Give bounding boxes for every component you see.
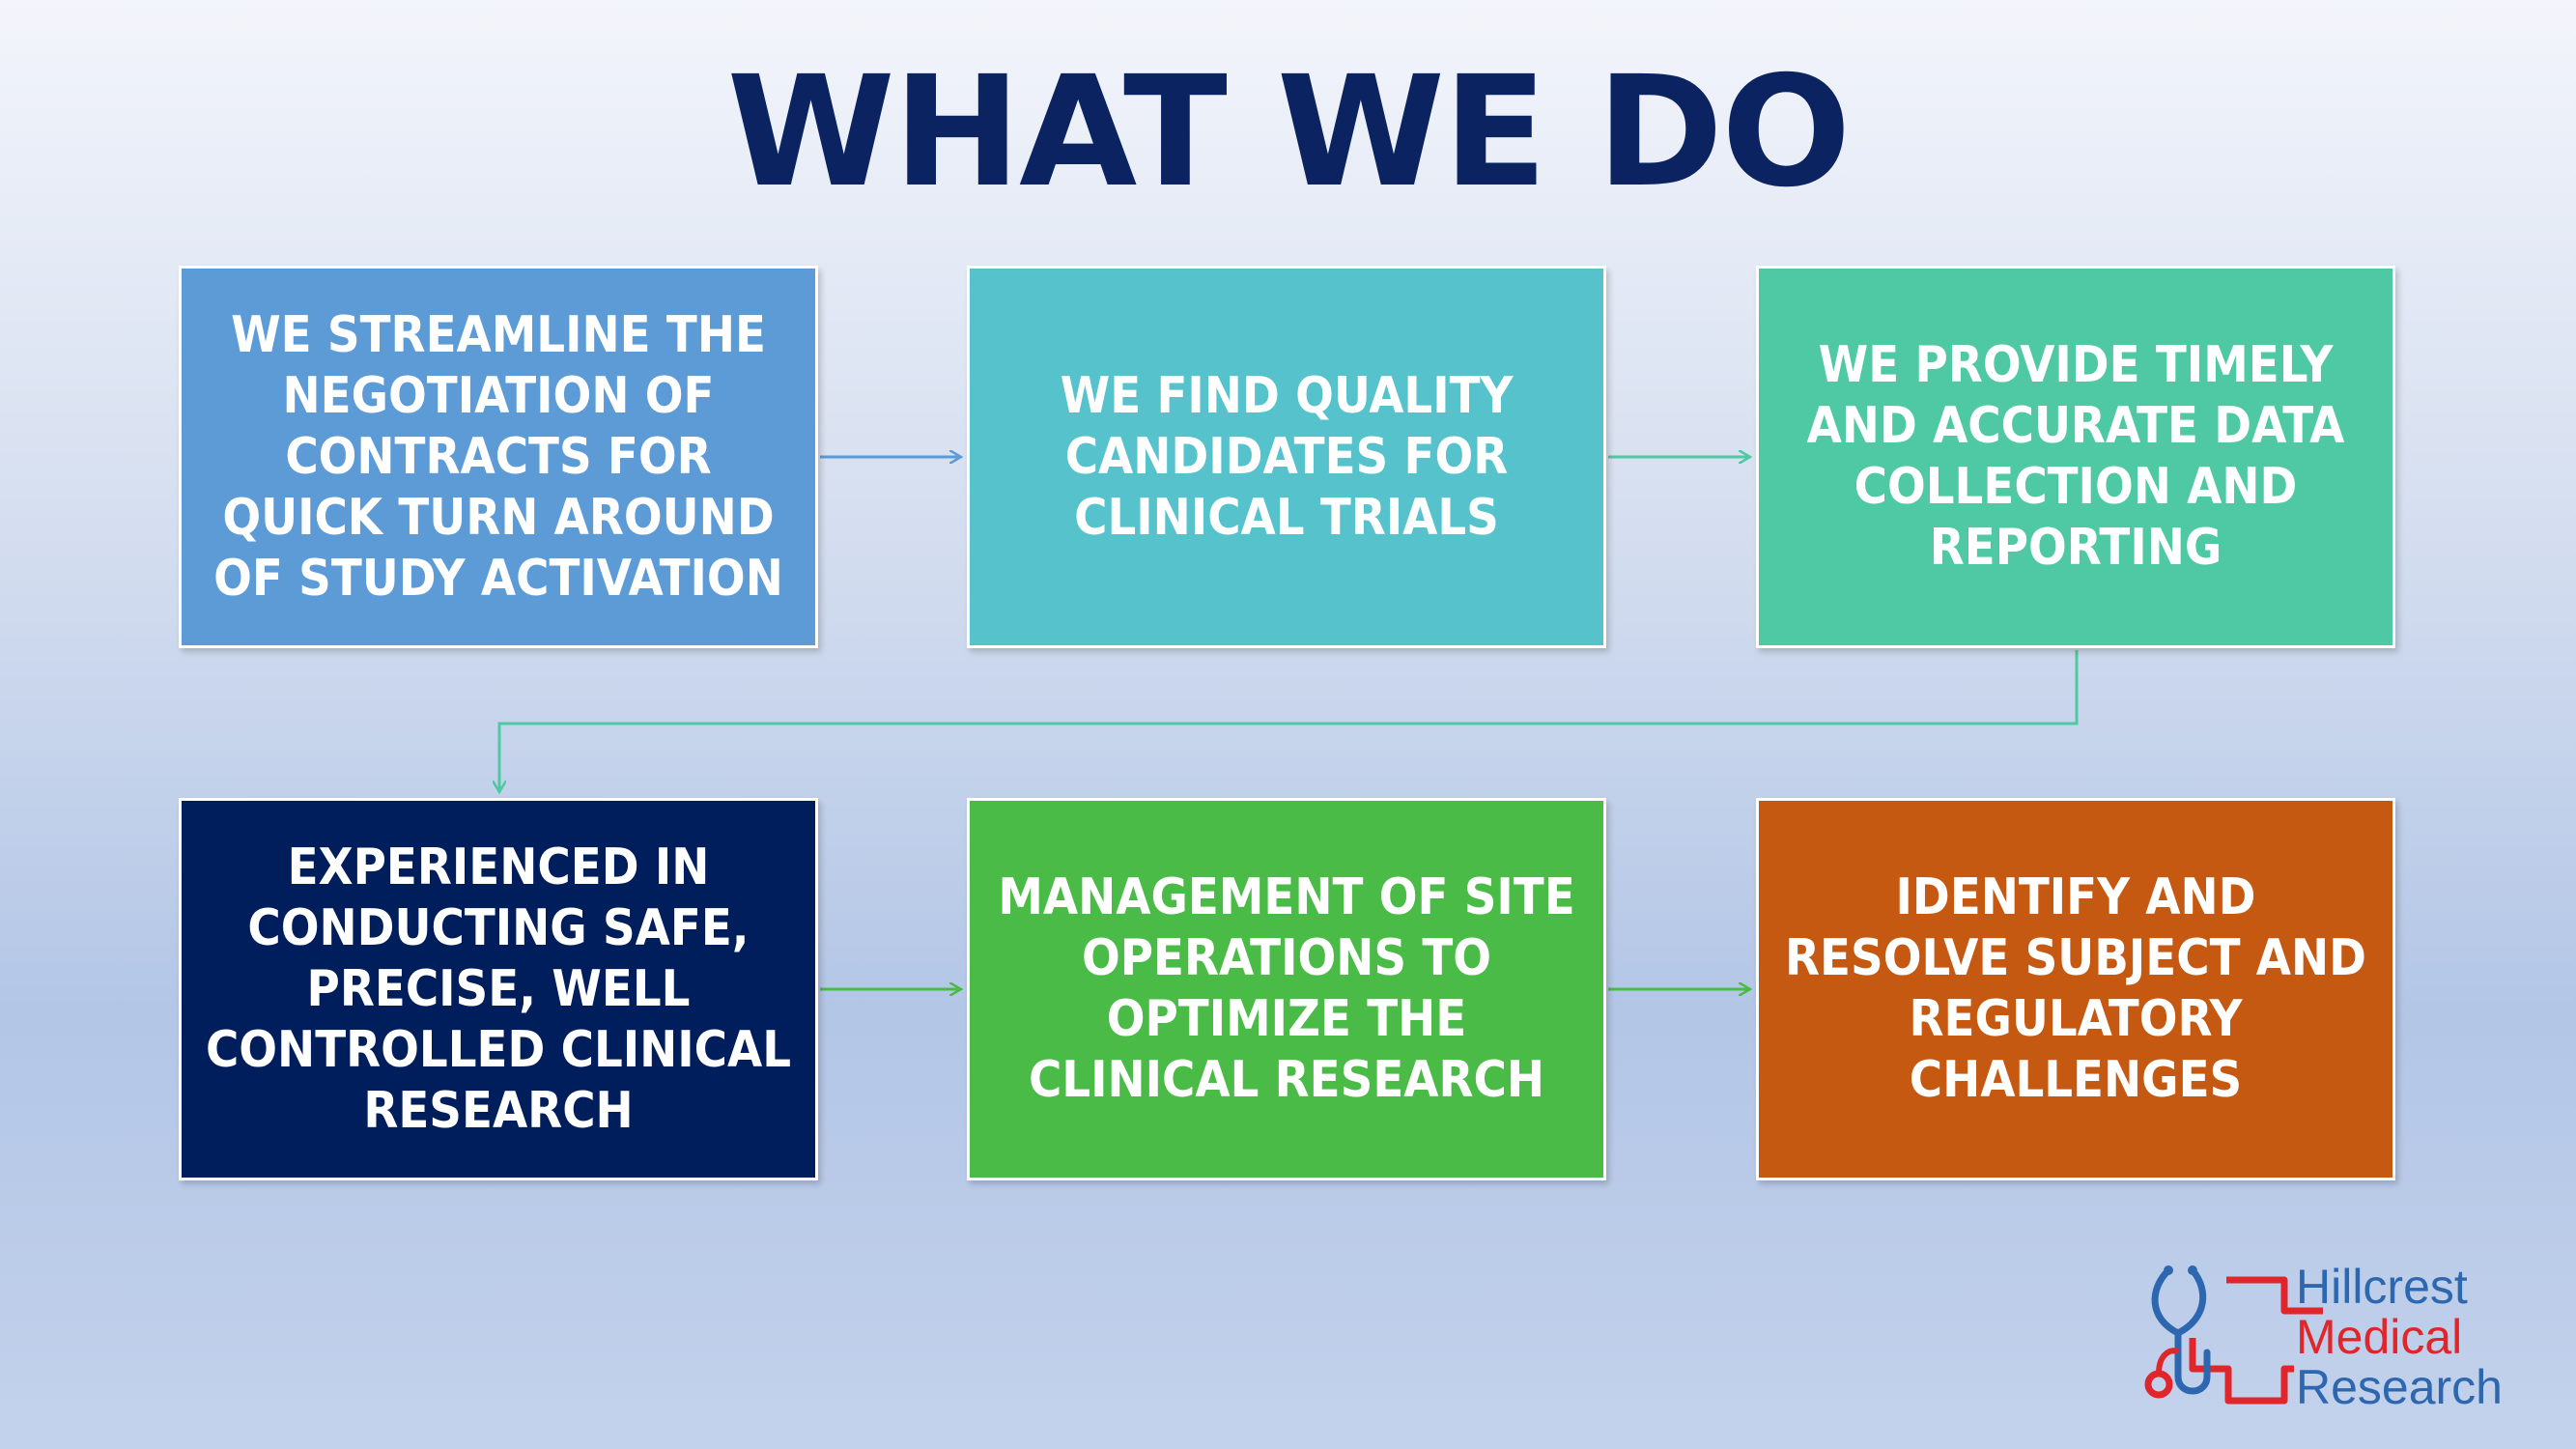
step-box-streamline-contracts: WE STREAMLINE THE NEGOTIATION OF CONTRAC…: [179, 266, 818, 648]
step-label: WE PROVIDE TIMELY AND ACCURATE DATA COLL…: [1806, 336, 2345, 577]
step-label: EXPERIENCED IN CONDUCTING SAFE, PRECISE,…: [205, 838, 792, 1140]
step-box-find-candidates: WE FIND QUALITY CANDIDATES FOR CLINICAL …: [967, 266, 1606, 648]
page-title: WHAT WE DO: [726, 43, 1852, 221]
step-box-experienced-research: EXPERIENCED IN CONDUCTING SAFE, PRECISE,…: [179, 798, 818, 1180]
logo-line-1: Hillcrest: [2296, 1260, 2468, 1314]
company-logo-text: Hillcrest Medical Research: [2296, 1262, 2503, 1412]
arrow-3-to-4: [499, 650, 2079, 792]
step-box-site-operations: MANAGEMENT OF SITE OPERATIONS TO OPTIMIZ…: [967, 798, 1606, 1180]
step-box-data-collection: WE PROVIDE TIMELY AND ACCURATE DATA COLL…: [1756, 266, 2395, 648]
step-label: WE FIND QUALITY CANDIDATES FOR CLINICAL …: [1060, 366, 1514, 547]
step-box-resolve-challenges: IDENTIFY AND RESOLVE SUBJECT AND REGULAT…: [1756, 798, 2395, 1180]
logo-line-2: Medical: [2296, 1310, 2463, 1364]
step-label: IDENTIFY AND RESOLVE SUBJECT AND REGULAT…: [1785, 868, 2366, 1109]
step-label: WE STREAMLINE THE NEGOTIATION OF CONTRAC…: [213, 305, 783, 608]
stethoscope-cross-icon: [2144, 1265, 2323, 1405]
step-label: MANAGEMENT OF SITE OPERATIONS TO OPTIMIZ…: [998, 868, 1575, 1109]
logo-line-3: Research: [2296, 1360, 2503, 1414]
